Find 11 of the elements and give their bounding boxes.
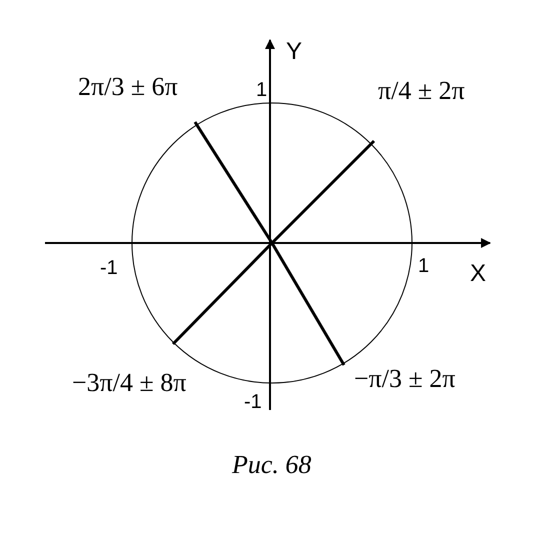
tick-label: -1 bbox=[100, 258, 118, 278]
angle-label: −π/3 ± 2π bbox=[354, 366, 456, 392]
axis-label: Y bbox=[286, 40, 302, 64]
tick-label: 1 bbox=[256, 80, 268, 100]
angle-label: −3π/4 ± 8π bbox=[72, 370, 186, 396]
angle-label: π/4 ± 2π bbox=[378, 78, 465, 104]
axis-label: X bbox=[470, 262, 486, 286]
tick-label: 1 bbox=[418, 256, 430, 276]
tick-label: -1 bbox=[244, 392, 262, 412]
angle-label: 2π/3 ± 6π bbox=[78, 74, 178, 100]
figure-caption: Рис. 68 bbox=[232, 452, 312, 478]
